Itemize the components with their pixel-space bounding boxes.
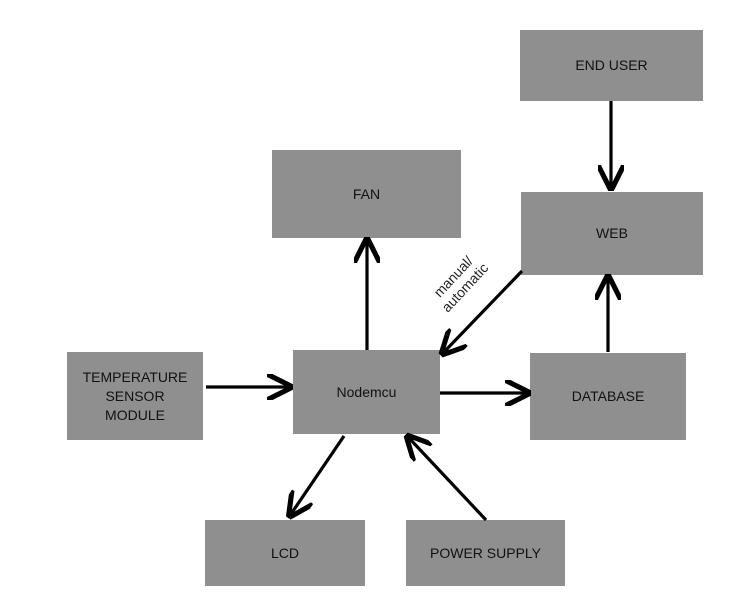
arrow-web-to-nodemcu (444, 269, 524, 352)
arrow-power-to-nodemcu (409, 438, 488, 522)
nodemcu-label: Nodemcu (336, 383, 397, 400)
web-label: WEB (596, 225, 628, 241)
fan-label: FAN (352, 185, 381, 202)
temperature-sensor-label: TEMPERATURE SENSOR MODULE (82, 368, 188, 423)
power-supply-block: POWER SUPPLY (406, 520, 565, 586)
database-block: DATABASE (530, 353, 686, 440)
lcd-label: LCD (270, 544, 299, 561)
fan-block: FAN (272, 150, 461, 238)
arrow-nodemcu-to-lcd (291, 435, 346, 514)
temperature-sensor-block: TEMPERATURE SENSOR MODULE (67, 352, 203, 440)
power-supply-label: POWER SUPPLY (430, 544, 541, 561)
end-user-label: END USER (575, 57, 648, 73)
database-label: DATABASE (571, 388, 645, 404)
lcd-block: LCD (205, 520, 365, 586)
end-user-block: END USER (520, 30, 703, 101)
web-block: WEB (521, 192, 703, 275)
nodemcu-block: Nodemcu (293, 350, 440, 434)
